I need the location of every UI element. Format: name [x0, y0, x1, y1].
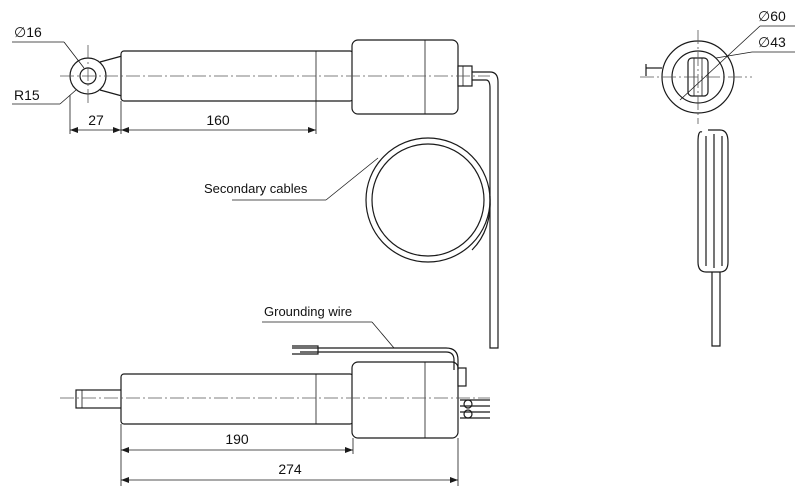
grounding-wire-label: Grounding wire — [264, 304, 352, 319]
top-view-dimensions: ∅16 R15 27 160 — [12, 24, 317, 134]
secondary-cables-label: Secondary cables — [204, 181, 308, 196]
bottom-sensor-housing — [351, 361, 459, 439]
bottom-view-dimensions: 190 274 — [120, 424, 459, 486]
bottom-view — [60, 345, 490, 439]
rod-length-label: 160 — [206, 112, 230, 128]
top-view — [60, 39, 499, 349]
end-view — [640, 30, 752, 347]
secondary-cable-bundle — [472, 71, 499, 196]
bottom-sensor-barrel — [120, 373, 354, 425]
secondary-cables-callout: Secondary cables — [204, 157, 379, 201]
threaded-stud — [75, 389, 123, 409]
total-length-label: 274 — [278, 461, 302, 477]
inner-diameter-label: ∅43 — [758, 34, 786, 50]
grounding-wire — [292, 347, 459, 370]
eye-length-label: 27 — [88, 112, 104, 128]
eye-diameter-label: ∅16 — [14, 24, 42, 40]
bottom-cable-stubs — [460, 399, 490, 419]
secondary-cable-coil-outer — [365, 137, 491, 263]
eye-radius-label: R15 — [14, 87, 40, 103]
end-cable-loop — [697, 129, 729, 273]
sensor-housing — [351, 39, 459, 115]
end-view-dimensions: ∅60 ∅43 — [679, 8, 795, 101]
secondary-cable-coil-inner — [371, 143, 485, 257]
grounding-wire-callout: Grounding wire — [262, 304, 395, 349]
body-length-label: 190 — [225, 431, 249, 447]
housing-diameter-label: ∅60 — [758, 8, 786, 24]
